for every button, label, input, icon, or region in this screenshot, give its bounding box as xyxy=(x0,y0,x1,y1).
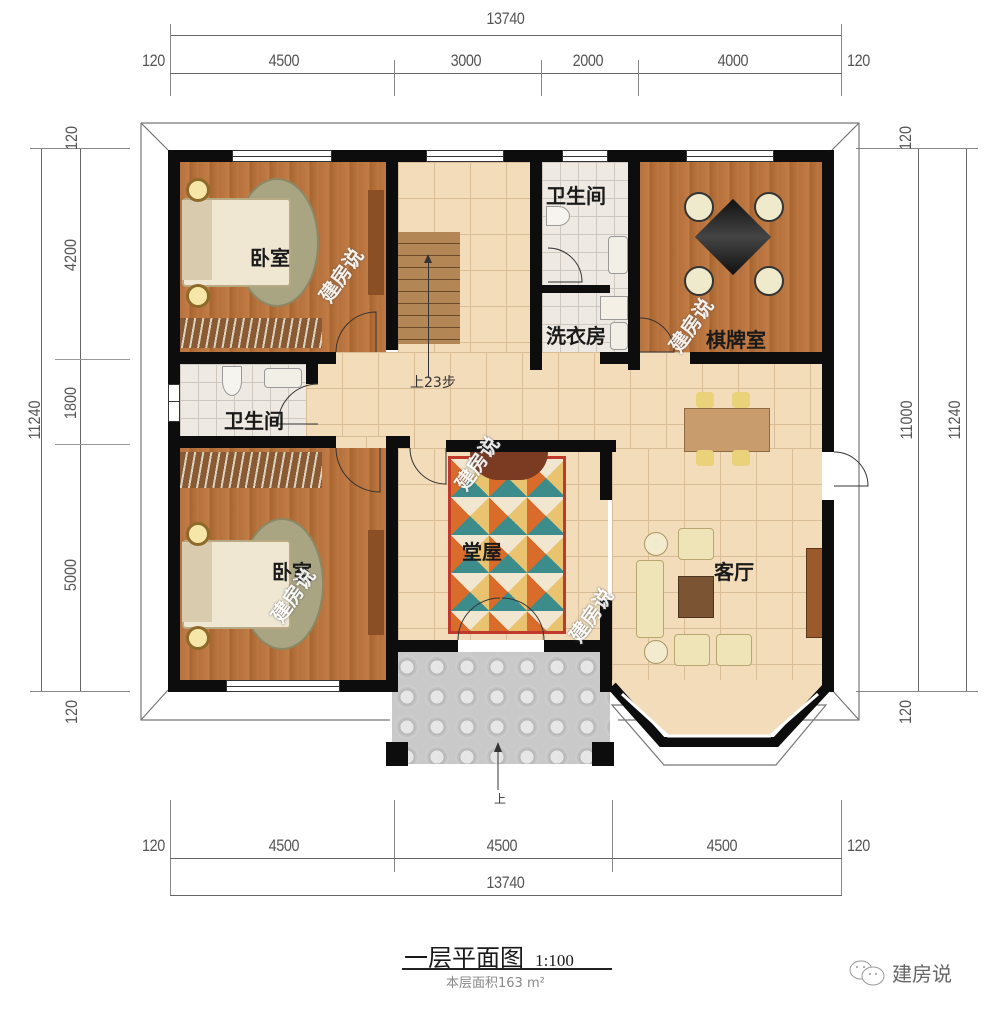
top-dim-120-right: 120 xyxy=(847,51,870,70)
sofa-icon xyxy=(636,560,664,638)
top-total-dimension: 13740 xyxy=(486,9,525,28)
wall-hall-east-upper xyxy=(600,440,612,500)
bottom-dim-120-left: 120 xyxy=(142,836,165,855)
window-bathroom-1 xyxy=(562,150,608,162)
wall-east-upper xyxy=(822,150,834,452)
bottom-total-dimension: 13740 xyxy=(486,873,525,892)
wall-hall-north xyxy=(446,440,616,452)
drawing-scale: 1:100 xyxy=(535,951,574,970)
washer-icon xyxy=(600,296,628,320)
porch-column-right xyxy=(592,742,614,766)
brand-mark: 建房说 xyxy=(848,958,952,987)
room-label-bedroom-2: 卧室 xyxy=(272,560,312,584)
bottom-dim-4500-1: 4500 xyxy=(268,836,300,855)
wall-bed2-hall xyxy=(386,448,398,692)
stair-arrow-head-icon xyxy=(424,254,432,263)
side-table-icon xyxy=(644,640,668,664)
armchair-icon xyxy=(716,634,752,666)
pillows-icon xyxy=(182,542,212,622)
wall-east-lower xyxy=(822,500,834,692)
patterned-rug-icon xyxy=(448,456,566,634)
wall-bed2-north xyxy=(168,436,336,448)
chair-icon xyxy=(754,266,784,296)
window-bedroom-1 xyxy=(232,150,332,162)
dining-chair-icon xyxy=(732,450,750,466)
wall-bath-mahjong xyxy=(628,150,640,370)
staircase-icon xyxy=(398,232,460,344)
wall-bed1-stair xyxy=(386,150,398,350)
bottom-dim-120-right: 120 xyxy=(847,836,870,855)
dining-table-icon xyxy=(684,408,770,452)
lamp-icon xyxy=(186,626,210,650)
porch-floor xyxy=(392,652,610,764)
armchair-icon xyxy=(674,634,710,666)
bay-window-walls xyxy=(608,682,832,747)
window-mahjong xyxy=(686,150,774,162)
dining-chair-icon xyxy=(696,392,714,408)
wall-hall-corner xyxy=(386,436,410,448)
bottom-dim-4500-3: 4500 xyxy=(706,836,738,855)
bottom-dim-4500-2: 4500 xyxy=(486,836,518,855)
lamp-icon xyxy=(186,284,210,308)
room-label-mahjong-room: 棋牌室 xyxy=(706,328,766,352)
cabinet-icon xyxy=(368,190,384,295)
toilet-icon xyxy=(222,366,242,396)
side-table-icon xyxy=(644,532,668,556)
lamp-icon xyxy=(186,178,210,202)
bay-window-floor xyxy=(612,680,822,735)
room-label-main-hall: 堂屋 xyxy=(462,540,502,564)
wall-bath2-east xyxy=(306,364,318,384)
top-dim-120-left: 120 xyxy=(142,51,165,70)
lamp-icon xyxy=(186,522,210,546)
wall-laundry-south xyxy=(600,352,640,364)
drawing-title: 一层平面图 xyxy=(404,944,524,972)
pillows-icon xyxy=(182,200,212,280)
wall-porch-right xyxy=(544,640,612,652)
window-bathroom-2 xyxy=(168,384,180,422)
brand-name: 建房说 xyxy=(892,962,952,986)
window-stair xyxy=(426,150,504,162)
dining-chair-icon xyxy=(732,392,750,408)
floor-area-note: 本层面积163 m² xyxy=(446,976,545,991)
wall-stair-bath xyxy=(530,150,542,370)
utility-sink-icon xyxy=(610,322,628,350)
altar-table-icon xyxy=(470,452,548,480)
room-label-bathroom-1: 卫生间 xyxy=(546,184,606,208)
wall-bed1-south xyxy=(168,352,336,364)
toilet-icon xyxy=(546,206,570,226)
top-dim-2000: 2000 xyxy=(572,51,604,70)
chair-icon xyxy=(754,192,784,222)
wall-mahjong-south xyxy=(690,352,834,364)
top-dim-4500: 4500 xyxy=(268,51,300,70)
wechat-icon xyxy=(849,960,885,985)
window-bedroom-2 xyxy=(226,680,340,692)
room-label-living-room: 客厅 xyxy=(714,560,754,584)
top-dim-4000: 4000 xyxy=(717,51,749,70)
wardrobe-icon xyxy=(180,318,322,348)
laundry-divider-wall xyxy=(542,285,610,293)
chair-icon xyxy=(684,266,714,296)
dining-chair-icon xyxy=(696,450,714,466)
title-underline xyxy=(402,968,612,970)
entrance-up-note: 上 xyxy=(494,792,507,806)
room-label-laundry: 洗衣房 xyxy=(546,324,606,348)
armchair-icon xyxy=(678,528,714,560)
wall-porch-left xyxy=(386,640,458,652)
drawing-title-block: 一层平面图 1:100 xyxy=(404,938,574,973)
sink-icon xyxy=(608,236,628,274)
coffee-table-icon xyxy=(678,576,714,618)
stair-note: 上23步 xyxy=(410,375,456,391)
chair-icon xyxy=(684,192,714,222)
stair-hall-floor xyxy=(398,162,530,352)
room-label-bathroom-2: 卫生间 xyxy=(224,409,284,433)
room-label-bedroom-1: 卧室 xyxy=(250,246,290,270)
porch-column-left xyxy=(386,742,408,766)
stair-arrow-icon xyxy=(428,258,429,378)
sink-icon xyxy=(264,368,302,388)
cabinet-icon xyxy=(368,530,384,635)
top-dim-3000: 3000 xyxy=(450,51,482,70)
wardrobe-icon xyxy=(180,452,322,488)
